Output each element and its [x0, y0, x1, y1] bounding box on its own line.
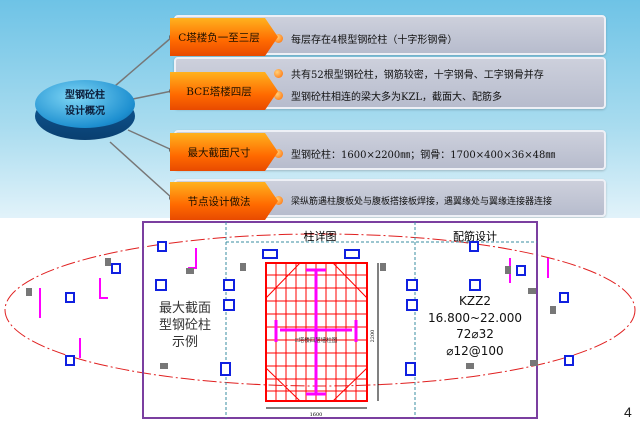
tag-max-section: 最大截面尺寸 [170, 133, 278, 171]
bullet-icon [274, 69, 283, 78]
floor-outline [4, 233, 636, 387]
bullet-item: 梁纵筋遇柱腹板处与腹板搭接板焊接，遇翼缘处与翼缘连接器连接 [274, 194, 552, 207]
dim-width: 1600 [310, 412, 323, 418]
rebar-spec: KZZ2 16.800~22.000 72⌀32 ⌀12@100 [428, 294, 522, 358]
svg-text:型钢砼柱: 型钢砼柱 [159, 318, 211, 333]
svg-text:⌀12@100: ⌀12@100 [446, 344, 503, 358]
bullet-icon [274, 149, 283, 158]
column-markers [26, 241, 574, 376]
hub-title-line1: 型钢砼柱 [65, 90, 105, 101]
header-rebar: 配筋设计 [453, 229, 497, 243]
bullet-item: 型钢砼柱相连的梁大多为KZL，截面大、配筋多 [274, 88, 502, 103]
bullet-item: 共有52根型钢砼柱，钢筋较密，十字钢骨、工字钢骨并存 [274, 66, 544, 81]
header-detail: 柱详图 [304, 229, 337, 243]
tag-c-tower: C塔楼负一至三层 [170, 18, 278, 56]
bullet-icon [274, 34, 283, 43]
svg-text:72⌀32: 72⌀32 [456, 327, 494, 341]
svg-text:16.800~22.000: 16.800~22.000 [428, 311, 522, 325]
section-label: E塔楼四层墙柱图 [295, 336, 338, 344]
column-drawing: 柱详图 配筋设计 E塔楼四层墙柱图 1600 2200 最大截面 型钢砼柱 示例… [0, 218, 640, 423]
overview-hub: 型钢砼柱设计概况 [35, 80, 135, 140]
svg-text:KZZ2: KZZ2 [459, 294, 491, 308]
tag-bce-tower: BCE塔楼四层 [170, 72, 278, 110]
bullet-icon [274, 91, 283, 100]
section-detail: E塔楼四层墙柱图 1600 2200 [265, 262, 379, 418]
bullet-item: 每层存在4根型钢砼柱（十字形钢骨） [274, 31, 457, 46]
tag-node-design: 节点设计做法 [170, 182, 278, 220]
frame-border [142, 221, 538, 419]
svg-text:最大截面: 最大截面 [159, 301, 211, 316]
bullet-item: 型钢砼柱：1600×2200㎜；钢骨：1700×400×36×48㎜ [274, 146, 555, 161]
bullet-icon [274, 196, 283, 205]
dim-height: 2200 [370, 330, 376, 343]
left-caption: 最大截面 型钢砼柱 示例 [159, 301, 211, 350]
page-number: 4 [624, 404, 632, 420]
svg-text:示例: 示例 [172, 335, 198, 350]
hub-title-line2: 设计概况 [65, 106, 105, 117]
